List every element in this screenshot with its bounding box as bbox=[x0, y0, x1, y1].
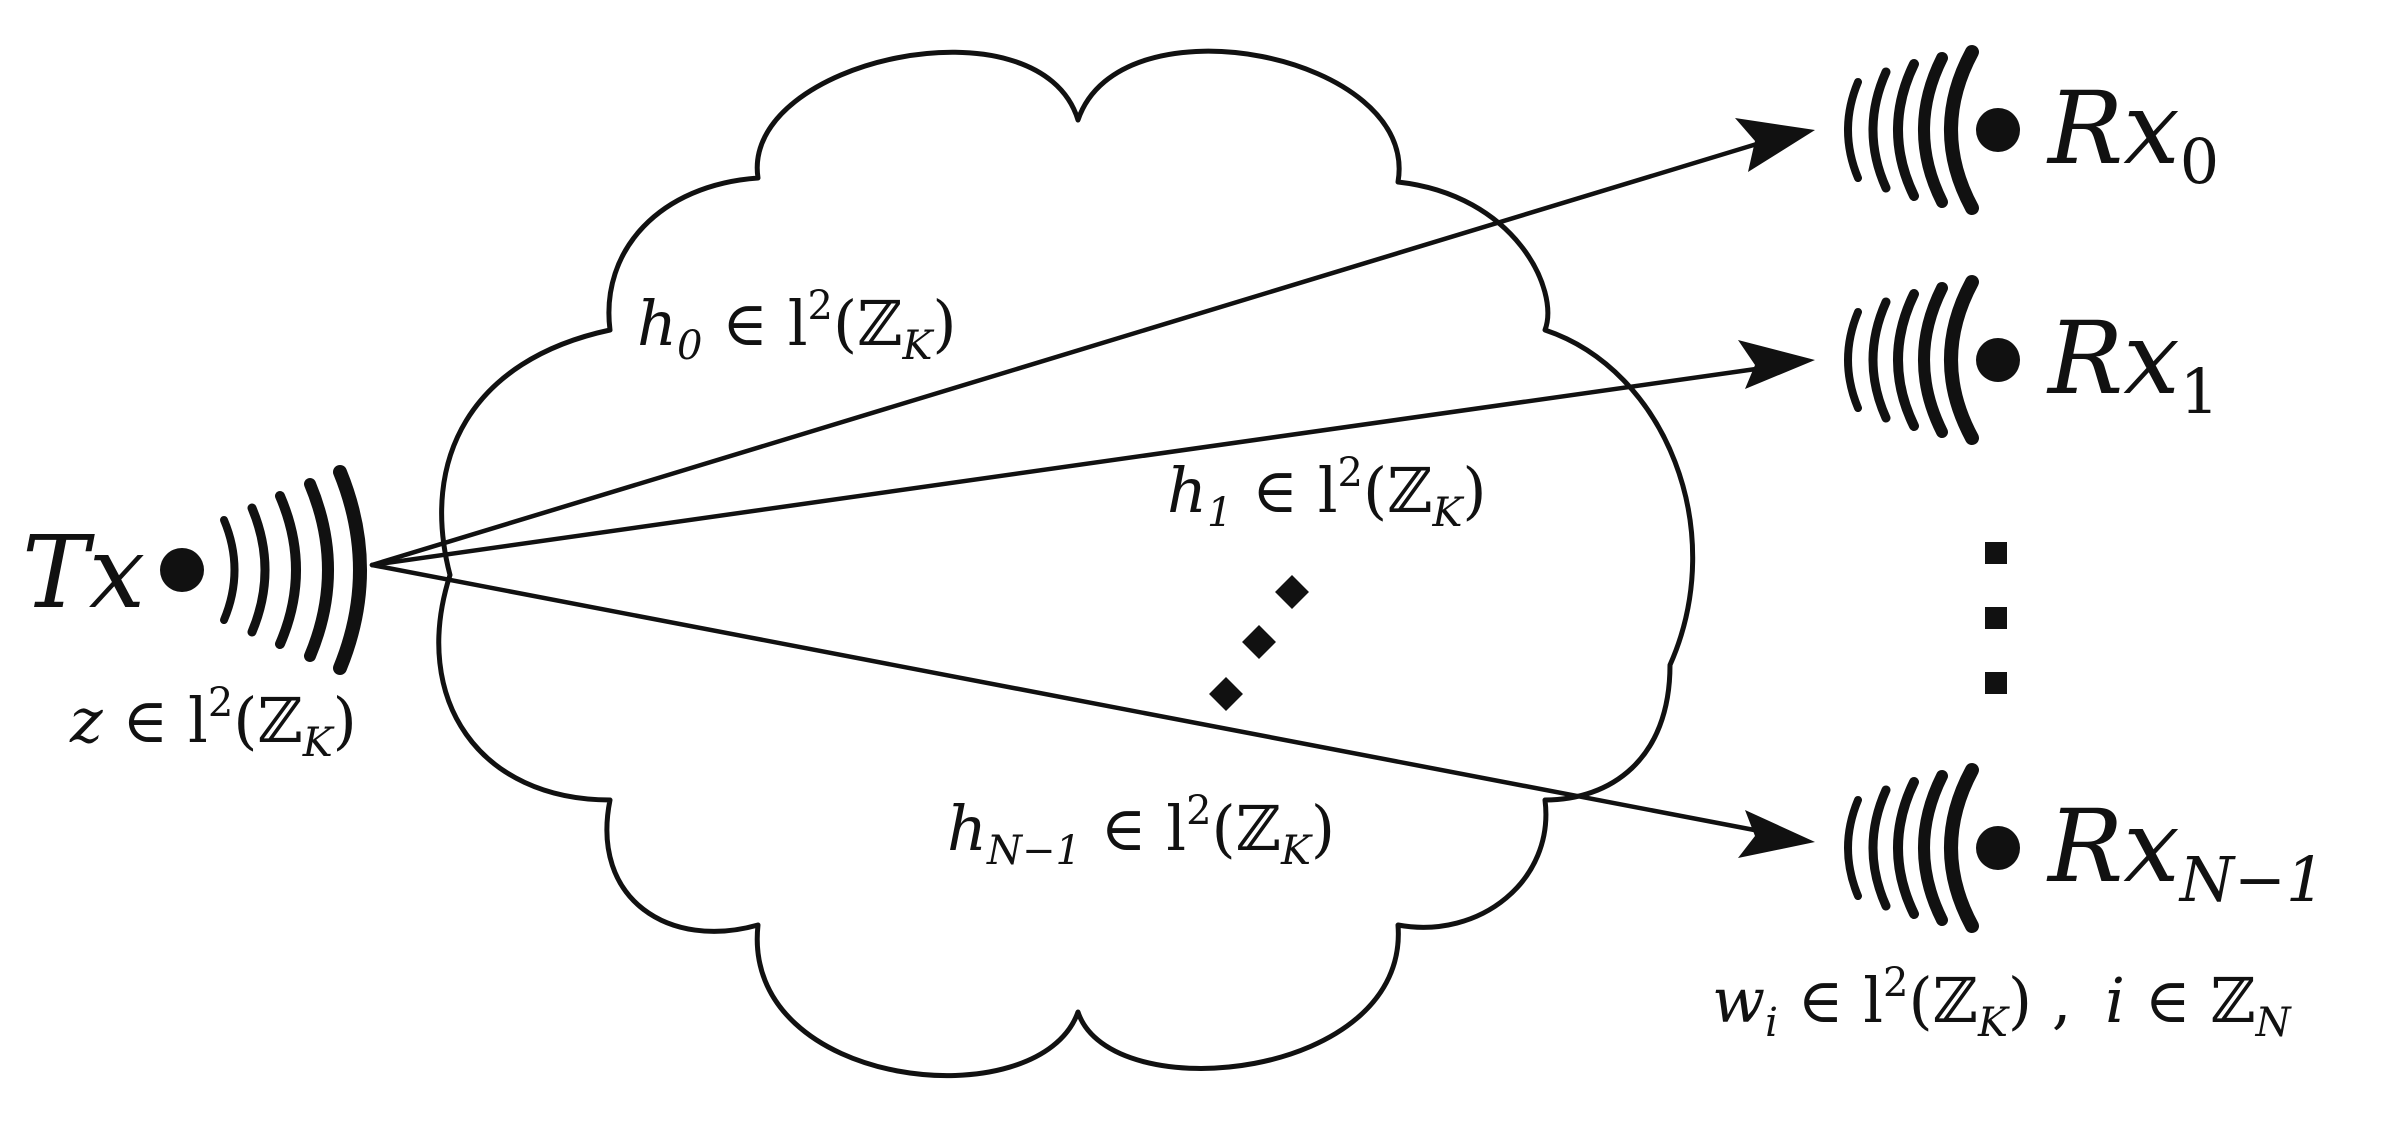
receiver-signal-label: wi ∈ l2(ℤK) , i ∈ ℤN bbox=[1712, 960, 2293, 1051]
tx-signal-label: z ∈ l2(ℤK) bbox=[69, 680, 357, 766]
receiver-ellipsis bbox=[1985, 542, 2007, 694]
arrow-to-rx1 bbox=[369, 364, 1773, 568]
arrow-to-rxN-1 bbox=[369, 562, 1773, 836]
receiver-1: Rx1 bbox=[1844, 275, 2219, 445]
arrow-to-rx0 bbox=[369, 137, 1773, 568]
antenna-waves-icon bbox=[220, 465, 367, 675]
rxN-1-node-dot bbox=[1976, 826, 2020, 870]
channel-ellipsis bbox=[1209, 575, 1309, 711]
channel-label-h1: h1 ∈ l2(ℤK) bbox=[1167, 450, 1487, 541]
receiver-0: Rx0 bbox=[1844, 45, 2219, 215]
rx1-label: Rx1 bbox=[2046, 300, 2219, 428]
rx0-node-dot bbox=[1976, 108, 2020, 152]
antenna-waves-icon bbox=[1844, 275, 1979, 445]
rxN-1-label: RxN−1 bbox=[2046, 788, 2325, 916]
arrowhead-rx0 bbox=[1735, 118, 1815, 172]
channel-label-h0: h0 ∈ l2(ℤK) bbox=[637, 283, 957, 374]
arrowhead-rxN-1 bbox=[1738, 810, 1815, 858]
channel-label-hN-1: hN−1 ∈ l2(ℤK) bbox=[947, 788, 1335, 879]
channel-arrows bbox=[369, 118, 1815, 858]
arrowhead-rx1 bbox=[1738, 340, 1815, 389]
antenna-waves-icon bbox=[1844, 763, 1979, 933]
tx-node-dot bbox=[160, 548, 204, 592]
receiver-N-1: RxN−1 bbox=[1844, 763, 2325, 933]
rx0-label: Rx0 bbox=[2046, 70, 2219, 198]
transmitter: Tx z ∈ l2(ℤK) bbox=[22, 465, 367, 766]
tx-label: Tx bbox=[22, 514, 145, 631]
cloud-icon bbox=[436, 48, 1696, 1079]
antenna-waves-icon bbox=[1844, 45, 1979, 215]
rx1-node-dot bbox=[1976, 338, 2020, 382]
